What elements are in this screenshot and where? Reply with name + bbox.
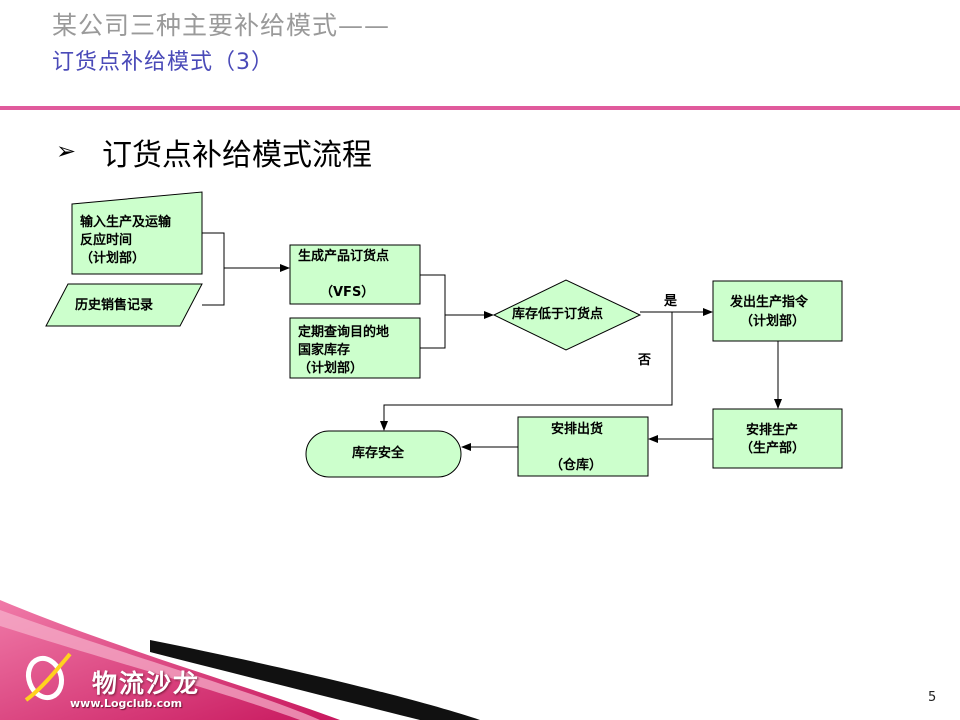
label-inventory-safe: 库存安全 bbox=[352, 446, 405, 461]
node-arrange-production bbox=[712, 408, 843, 469]
edge-input-to-merge bbox=[202, 232, 225, 306]
label-arrange-shipment-1: 安排出货 bbox=[551, 422, 604, 437]
label-input-lead-time-2: 反应时间 bbox=[80, 233, 133, 248]
label-decision: 库存低于订货点 bbox=[512, 307, 604, 322]
label-arrange-shipment-3: （仓库） bbox=[550, 458, 603, 473]
page-number: 5 bbox=[928, 690, 937, 705]
logo-swirl-icon bbox=[24, 652, 72, 702]
label-sales-history: 历史销售记录 bbox=[75, 298, 154, 313]
label-issue-production-order-1: 发出生产指令 bbox=[730, 295, 809, 310]
edge-boxes-to-merge bbox=[420, 274, 446, 349]
label-check-inventory-1: 定期查询目的地 bbox=[298, 325, 390, 340]
logo-name: 物流沙龙 bbox=[92, 669, 201, 698]
node-arrange-shipment bbox=[517, 416, 649, 477]
bullet-arrow-icon: ➢ bbox=[56, 137, 77, 165]
node-inventory-safe bbox=[305, 430, 462, 478]
label-arrange-production-2: （生产部） bbox=[740, 441, 806, 456]
label-generate-order-point-3: （VFS） bbox=[320, 285, 375, 300]
node-check-inventory bbox=[289, 317, 421, 379]
label-arrange-production-1: 安排生产 bbox=[746, 423, 799, 438]
label-check-inventory-2: 国家库存 bbox=[298, 343, 351, 358]
logo-url: www.Logclub.com bbox=[70, 697, 183, 710]
label-check-inventory-3: （计划部） bbox=[298, 361, 364, 376]
node-decision bbox=[492, 279, 642, 351]
label-input-lead-time-3: （计划部） bbox=[80, 251, 146, 266]
edge-no bbox=[380, 312, 673, 431]
node-sales-history bbox=[45, 283, 203, 327]
bullet-heading: 订货点补给模式流程 bbox=[102, 138, 372, 173]
edge-label-no: 否 bbox=[638, 353, 652, 368]
label-issue-production-order-2: （计划部） bbox=[740, 314, 806, 329]
slide-title-line2: 订货点补给模式（3） bbox=[52, 50, 274, 75]
edge-label-yes: 是 bbox=[664, 294, 678, 309]
node-input-lead-time bbox=[71, 191, 203, 275]
label-generate-order-point-1: 生成产品订货点 bbox=[298, 249, 390, 264]
slide-title-line1: 某公司三种主要补给模式—— bbox=[52, 11, 391, 40]
label-input-lead-time-1: 输入生产及运输 bbox=[80, 215, 172, 230]
title-divider bbox=[0, 106, 960, 110]
node-issue-production-order bbox=[712, 280, 843, 342]
